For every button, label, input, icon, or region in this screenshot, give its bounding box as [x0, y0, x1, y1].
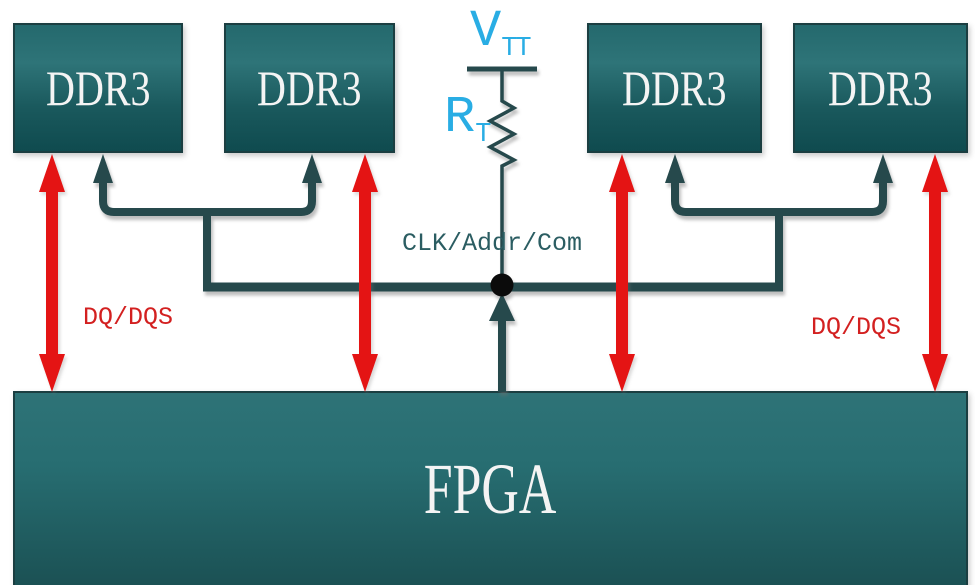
rt-label-subscript: T	[475, 120, 491, 150]
dq-dqs-label-left: DQ/DQS	[83, 303, 174, 332]
vtt-label: VTT	[470, 6, 532, 63]
fpga-chip: FPGA	[13, 391, 968, 585]
clk-arrowhead-ddr2	[302, 154, 322, 183]
clk-arrowhead-ddr3	[665, 154, 685, 183]
ddr3-chip-2-label: DDR3	[257, 60, 362, 116]
vtt-label-subscript: TT	[501, 34, 531, 64]
ddr3-chip-4-label: DDR3	[828, 60, 933, 116]
clk-arrowhead-ddr4	[873, 154, 893, 183]
ddr3-chip-4: DDR3	[793, 23, 968, 153]
termination-resistor	[486, 71, 518, 276]
clk-bracket-right	[671, 179, 887, 216]
clk-bracket-left	[99, 179, 316, 216]
dq-arrow-4	[922, 154, 948, 392]
ddr3-chip-1: DDR3	[13, 23, 183, 153]
ddr3-chip-3-label: DDR3	[622, 60, 727, 116]
fpga-chip-label: FPGA	[424, 448, 557, 529]
rt-label-main: R	[444, 88, 476, 147]
junction-dot	[490, 273, 514, 297]
clk-arrowhead-ddr1	[93, 154, 113, 183]
vtt-label-main: V	[470, 2, 502, 61]
clk-addr-com-label: CLK/Addr/Com	[401, 229, 583, 258]
dq-dqs-label-right: DQ/DQS	[811, 313, 902, 342]
clk-addr-com-net	[93, 66, 893, 392]
dq-arrow-3	[609, 154, 635, 392]
dq-arrow-1	[39, 154, 65, 392]
ddr3-chip-1-label: DDR3	[45, 60, 151, 116]
dq-arrow-2	[352, 154, 378, 392]
ddr3-chip-3: DDR3	[587, 23, 762, 153]
rt-label: RT	[444, 92, 491, 149]
ddr3-chip-2: DDR3	[224, 23, 395, 153]
fpga-clk-arrowhead	[489, 293, 515, 321]
dq-dqs-arrows	[39, 154, 948, 392]
